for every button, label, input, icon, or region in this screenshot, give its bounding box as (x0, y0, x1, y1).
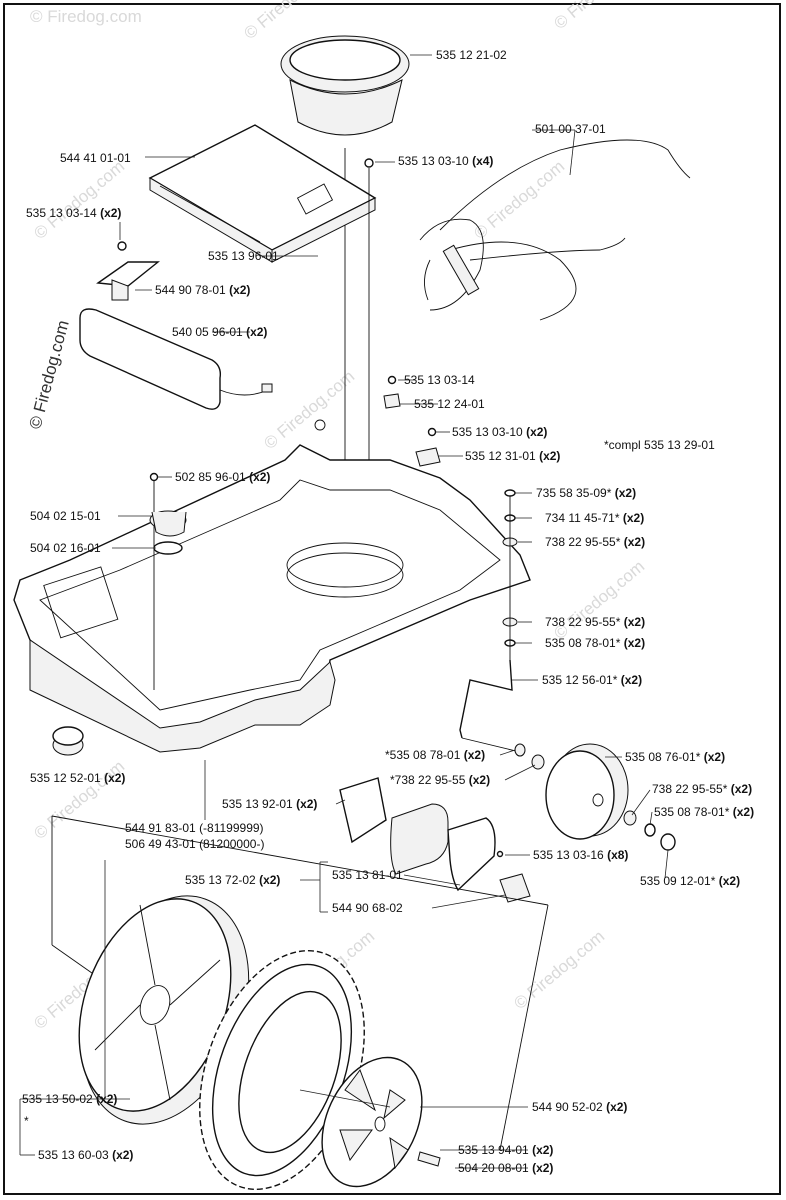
callout-535-08-76-01: 535 08 76-01* (x2) (625, 750, 725, 764)
hubcap (321, 1056, 441, 1188)
callout-535-13-96-01: 535 13 96-01 (208, 249, 279, 263)
callout-535-13-94-01: 535 13 94-01 (x2) (458, 1143, 553, 1157)
callout-535-12-56-01: 535 12 56-01* (x2) (542, 673, 642, 687)
callout-535-13-03-10-x2: 535 13 03-10 (x2) (452, 425, 547, 439)
callout-734-11-45-71: 734 11 45-71* (x2) (545, 511, 644, 525)
callout-544-41-01-01: 544 41 01-01 (60, 151, 131, 165)
callout-535-08-78-01-a: 535 08 78-01* (x2) (545, 636, 645, 650)
callout-501-00-37-01: 501 00 37-01 (535, 122, 606, 136)
callout-535-13-50-02: 535 13 50-02 (x2) (22, 1092, 117, 1106)
callout-asterisk: * (24, 1114, 29, 1128)
callout-506-49-43-01: 506 49 43-01 (81200000-) (125, 837, 264, 851)
callout-738-22-95-55-c: *738 22 95-55 (x2) (390, 773, 490, 787)
callout-labels: 535 12 21-02 501 00 37-01 544 41 01-01 5… (22, 48, 754, 1175)
callout-735-58-35-09: 735 58 35-09* (x2) (536, 486, 636, 500)
left-fasteners (149, 472, 187, 690)
wire-harness (419, 139, 691, 321)
callout-535-12-52-01: 535 12 52-01 (x2) (30, 771, 125, 785)
axle-washers (459, 489, 521, 753)
callout-544-91-83-01: 544 91 83-01 (-81199999) (125, 821, 264, 835)
callout-544-90-68-02: 544 90 68-02 (332, 901, 403, 915)
chassis-body (13, 444, 531, 753)
callout-535-13-60-03: 535 13 60-03 (x2) (38, 1148, 133, 1162)
callout-535-08-78-01-c: 535 08 78-01* (x2) (654, 805, 754, 819)
watermark-side: © Firedog.com (26, 318, 73, 431)
callout-502-85-96-01: 502 85 96-01 (x2) (175, 470, 270, 484)
callout-535-12-31-01: 535 12 31-01 (x2) (465, 449, 560, 463)
watermark: © Firedog.com (30, 757, 128, 843)
callout-compl-535-13-29-01: *compl 535 13 29-01 (604, 438, 715, 452)
wheel-cap (52, 726, 84, 756)
leader-lines (19, 54, 669, 1169)
callout-504-02-15-01: 504 02 15-01 (30, 509, 101, 523)
callout-535-13-92-01: 535 13 92-01 (x2) (222, 797, 317, 811)
watermark: © Firedog.com (30, 157, 128, 243)
callout-535-08-78-01-b: *535 08 78-01 (x2) (385, 748, 485, 762)
callout-738-22-95-55-a: 738 22 95-55* (x2) (545, 535, 645, 549)
callout-535-13-03-10-x4: 535 13 03-10 (x4) (398, 154, 493, 168)
battery-pack (79, 308, 273, 410)
watermark: © Firedog.com (470, 157, 568, 243)
callout-535-13-03-16: 535 13 03-16 (x8) (533, 848, 628, 862)
callout-540-05-96-01: 540 05 96-01 (x2) (172, 325, 267, 339)
callout-535-12-24-01: 535 12 24-01 (414, 397, 485, 411)
watermark: © Firedog.com (550, 0, 648, 33)
front-wheel (514, 743, 676, 851)
motor-assembly (339, 777, 531, 903)
circuit-board (148, 124, 377, 263)
screw-icon (364, 158, 374, 168)
callout-535-13-03-14: 535 13 03-14 (404, 373, 475, 387)
callout-535-09-12-01: 535 09 12-01* (x2) (640, 874, 740, 888)
watermark: © Firedog.com (550, 557, 648, 643)
watermark: © Firedog.com (260, 367, 358, 453)
watermark: © Firedog.com (510, 927, 608, 1013)
callout-535-12-21-02: 535 12 21-02 (436, 48, 507, 62)
bumper-ring (280, 35, 410, 560)
callout-535-13-72-02: 535 13 72-02 (x2) (185, 873, 280, 887)
callout-544-90-52-02: 544 90 52-02 (x2) (532, 1100, 627, 1114)
callout-738-22-95-55-b: 738 22 95-55* (x2) (545, 615, 645, 629)
callout-504-02-16-01: 504 02 16-01 (30, 541, 101, 555)
callout-535-13-03-14-x2: 535 13 03-14 (x2) (26, 206, 121, 220)
callout-544-90-78-01: 544 90 78-01 (x2) (155, 283, 250, 297)
small-hardware (314, 375, 441, 467)
callout-504-20-08-01: 504 20 08-01 (x2) (458, 1161, 553, 1175)
watermark: © Firedog.com (30, 7, 142, 26)
battery-bracket (96, 241, 160, 301)
callout-738-22-95-55-d: 738 22 95-55* (x2) (652, 782, 752, 796)
watermark: © Firedog.com (240, 0, 338, 43)
callout-535-13-81-01: 535 13 81-01 (332, 868, 403, 882)
diagram-frame (3, 3, 781, 1195)
